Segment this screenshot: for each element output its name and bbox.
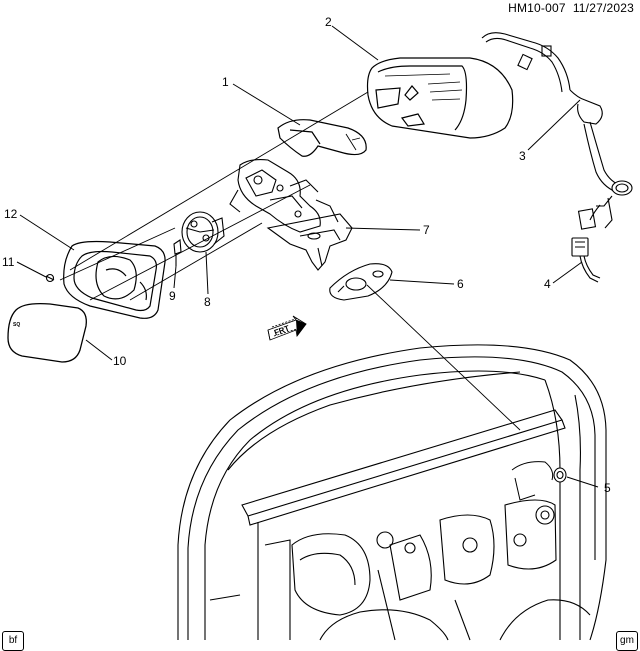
- callout-2: 2: [325, 15, 332, 29]
- callout-8: 8: [204, 295, 211, 309]
- mirror-glass-mark: SQ: [13, 322, 21, 328]
- mirror-actuator: [181, 211, 225, 253]
- callout-11: 11: [2, 255, 15, 269]
- diagram-id: HM10-007: [508, 1, 566, 15]
- callout-7: 7: [423, 223, 430, 237]
- mirror-housing: [366, 57, 514, 139]
- connector: [571, 237, 601, 283]
- callout-10: 10: [113, 354, 127, 368]
- callout-4: 4: [544, 277, 551, 291]
- callout-9: 9: [169, 289, 176, 303]
- base-gasket: [329, 263, 393, 301]
- housing-screw: [45, 273, 55, 283]
- diagram-header: HM10-007 11/27/2023: [508, 1, 634, 15]
- mirror-base: [266, 213, 353, 271]
- mirror-back-housing: [63, 240, 166, 319]
- callout-3: 3: [519, 149, 526, 163]
- mirror-mechanism: [229, 159, 339, 233]
- diagram-date: 11/27/2023: [572, 1, 634, 15]
- callout-6: 6: [457, 277, 464, 291]
- badge-gm: gm: [616, 631, 638, 651]
- mirror-glass: [7, 302, 87, 363]
- actuator-screw: [173, 239, 182, 266]
- leader-lines: [16, 25, 599, 488]
- door-frame: [177, 344, 607, 641]
- callout-12: 12: [4, 207, 18, 221]
- badge-bf: bf: [2, 631, 24, 651]
- callout-1: 1: [222, 75, 229, 89]
- mirror-bezel: [277, 119, 367, 157]
- forward-arrow: [267, 315, 307, 341]
- callout-5: 5: [604, 481, 611, 495]
- wiring-harness: [481, 32, 633, 230]
